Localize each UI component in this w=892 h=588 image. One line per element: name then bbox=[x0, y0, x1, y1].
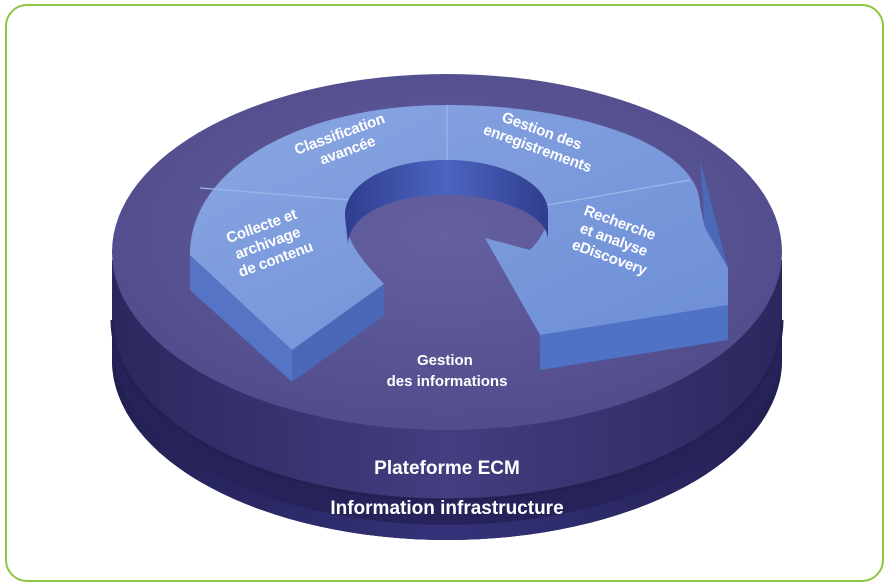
infrastructure-label: Information infrastructure bbox=[330, 498, 563, 519]
ring-hole bbox=[345, 160, 548, 245]
ring-top-face bbox=[190, 105, 728, 350]
platform-label: Plateforme ECM bbox=[374, 458, 520, 479]
center-label: Gestion des informations bbox=[387, 352, 508, 390]
segment-search-ediscovery: Recherche et analyse eDiscovery bbox=[569, 202, 662, 279]
process-ring bbox=[190, 105, 728, 382]
